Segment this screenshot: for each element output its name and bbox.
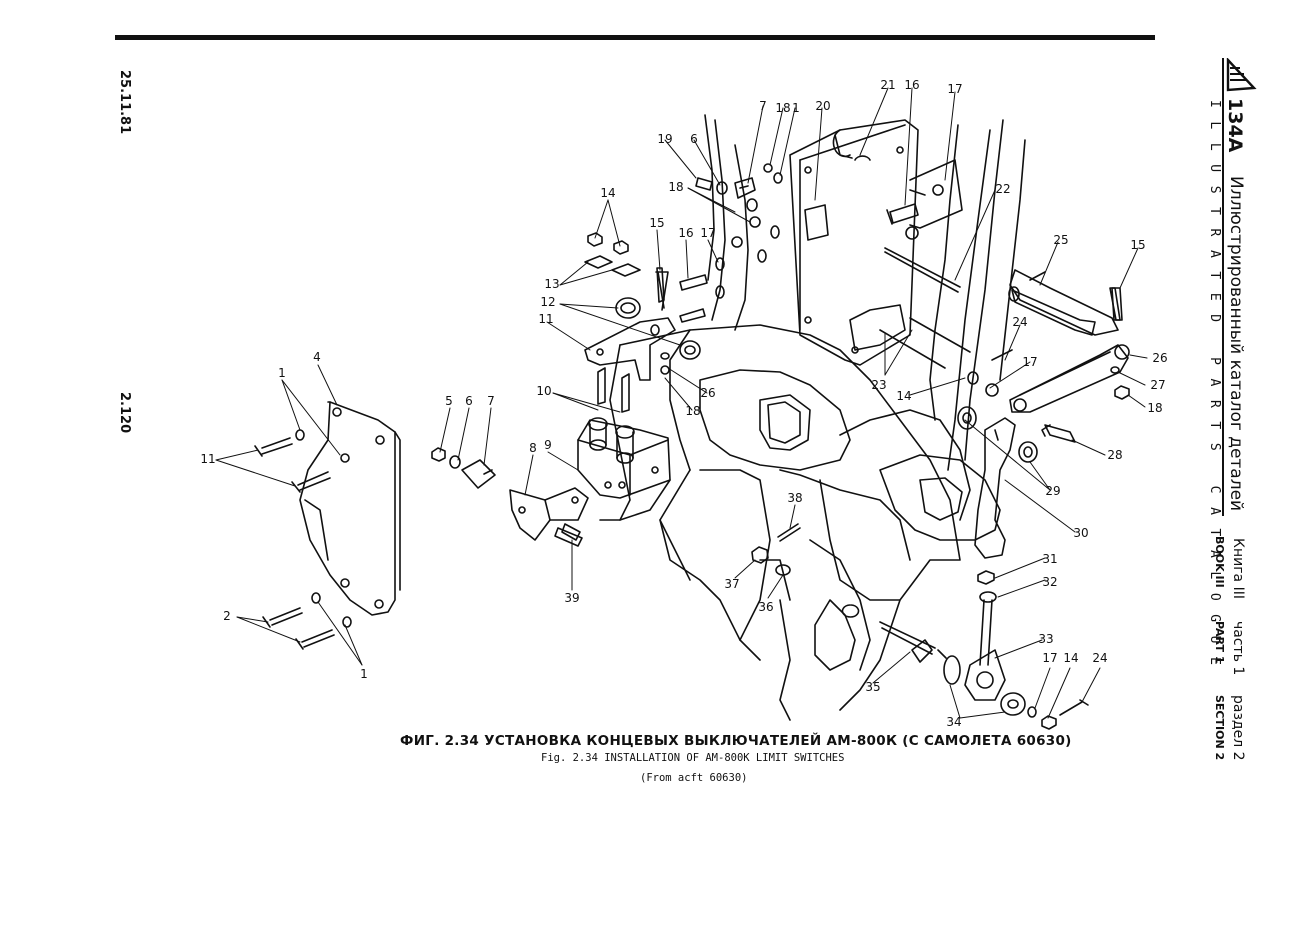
bolt-16-top xyxy=(886,203,919,240)
callout-27: 27 xyxy=(1150,378,1165,392)
book-en: BOOK III xyxy=(1213,536,1226,588)
hardware-36-39 xyxy=(561,523,801,576)
leader-lines xyxy=(215,87,1148,719)
figure-caption-en: Fig. 2.34 INSTALLATION OF AM-800K LIMIT … xyxy=(541,752,845,764)
housing-21 xyxy=(789,119,963,366)
callout-10: 10 xyxy=(536,384,551,398)
lever-30 xyxy=(957,371,1038,559)
callout-19: 19 xyxy=(657,132,672,146)
callout-24: 24 xyxy=(1012,315,1027,329)
callout-8: 8 xyxy=(529,441,537,455)
callout-labels: 1 1 11 2 4 5 6 7 8 9 10 11 12 13 14 15 1… xyxy=(200,78,1167,729)
bracket-11 xyxy=(584,297,701,381)
callout-18: 18 xyxy=(685,404,700,418)
top-rule xyxy=(115,35,1155,40)
callout-34: 34 xyxy=(946,715,961,729)
callout-3: 11 xyxy=(200,452,215,466)
callout-12: 12 xyxy=(540,295,555,309)
bracket-8 xyxy=(509,487,589,547)
callout-15: 15 xyxy=(1130,238,1145,252)
pins-15-25 xyxy=(656,267,1123,336)
rod-end-33 xyxy=(879,570,1089,730)
callout-17: 17 xyxy=(700,226,715,240)
callout-39: 39 xyxy=(564,591,579,605)
header-divider xyxy=(1222,58,1224,516)
callout-17: 17 xyxy=(947,82,962,96)
callout-16: 16 xyxy=(678,226,693,240)
callout-36: 36 xyxy=(758,600,773,614)
callout-17: 17 xyxy=(1022,355,1037,369)
callout-2: 2 xyxy=(223,609,231,623)
figure-caption-note: (From acft 60630) xyxy=(640,772,748,784)
callout-15: 15 xyxy=(649,216,664,230)
callout-26: 26 xyxy=(1152,351,1167,365)
book-ru: Книга III xyxy=(1230,538,1246,599)
callout-4: 4 xyxy=(313,350,321,364)
part-en: PART 1 xyxy=(1213,621,1226,664)
callout-28: 28 xyxy=(1107,448,1122,462)
callout-1: 1 xyxy=(360,667,368,681)
callout-32: 32 xyxy=(1042,575,1057,589)
callout-24: 24 xyxy=(1092,651,1107,665)
hardware-5-6-7 xyxy=(431,447,496,489)
small-hardware-top xyxy=(679,163,783,323)
lever-26 xyxy=(991,269,1130,443)
callout-7: 7 xyxy=(487,394,495,408)
callout-14: 14 xyxy=(1063,651,1078,665)
hardware-13-14 xyxy=(584,232,669,311)
callout-1: 1 xyxy=(278,366,286,380)
callout-14: 14 xyxy=(896,389,911,403)
callout-20: 20 xyxy=(815,99,830,113)
callout-26: 26 xyxy=(700,386,715,400)
callout-35: 35 xyxy=(865,680,880,694)
callout-18: 18 xyxy=(775,101,790,115)
callout-14: 14 xyxy=(600,186,615,200)
callout-16: 16 xyxy=(904,78,919,92)
aircraft-model: 134А xyxy=(1224,98,1246,153)
callout-17: 17 xyxy=(1042,651,1057,665)
callout-29: 29 xyxy=(1045,484,1060,498)
limit-switch-9 xyxy=(577,367,671,499)
cover-plate-4 xyxy=(299,401,401,616)
rods-22-23 xyxy=(879,247,971,369)
callout-11: 11 xyxy=(538,312,553,326)
callout-23: 23 xyxy=(871,378,886,392)
figure-caption-ru: ФИГ. 2.34 УСТАНОВКА КОНЦЕВЫХ ВЫКЛЮЧАТЕЛЕ… xyxy=(400,733,1072,749)
callout-18: 18 xyxy=(1147,401,1162,415)
callout-31: 31 xyxy=(1042,552,1057,566)
callout-30: 30 xyxy=(1073,526,1088,540)
bolts-2-3 xyxy=(254,429,352,650)
structure-outline xyxy=(599,114,1026,721)
callout-38: 38 xyxy=(787,491,802,505)
callout-22: 22 xyxy=(995,182,1010,196)
callout-6: 6 xyxy=(465,394,473,408)
section-en: SECTION 2 xyxy=(1213,695,1226,761)
callout-6: 6 xyxy=(690,132,698,146)
callout-37: 37 xyxy=(724,577,739,591)
callout-25: 25 xyxy=(1053,233,1068,247)
manufacturer-logo-icon xyxy=(1226,58,1257,92)
callout-1: 1 xyxy=(792,101,800,115)
catalog-title-en: ILLUSTRATED PARTS CATALOGUE xyxy=(1207,100,1222,679)
callout-7: 7 xyxy=(759,99,767,113)
catalog-title-ru: Иллюстрированный каталог деталей xyxy=(1226,176,1246,512)
callout-5: 5 xyxy=(445,394,453,408)
part-ru: часть 1 xyxy=(1230,621,1246,676)
callout-13: 13 xyxy=(544,277,559,291)
callout-18: 18 xyxy=(668,180,683,194)
section-ru: раздел 2 xyxy=(1230,695,1246,761)
callout-9: 9 xyxy=(544,438,552,452)
callout-33: 33 xyxy=(1038,632,1053,646)
callout-21: 21 xyxy=(880,78,895,92)
